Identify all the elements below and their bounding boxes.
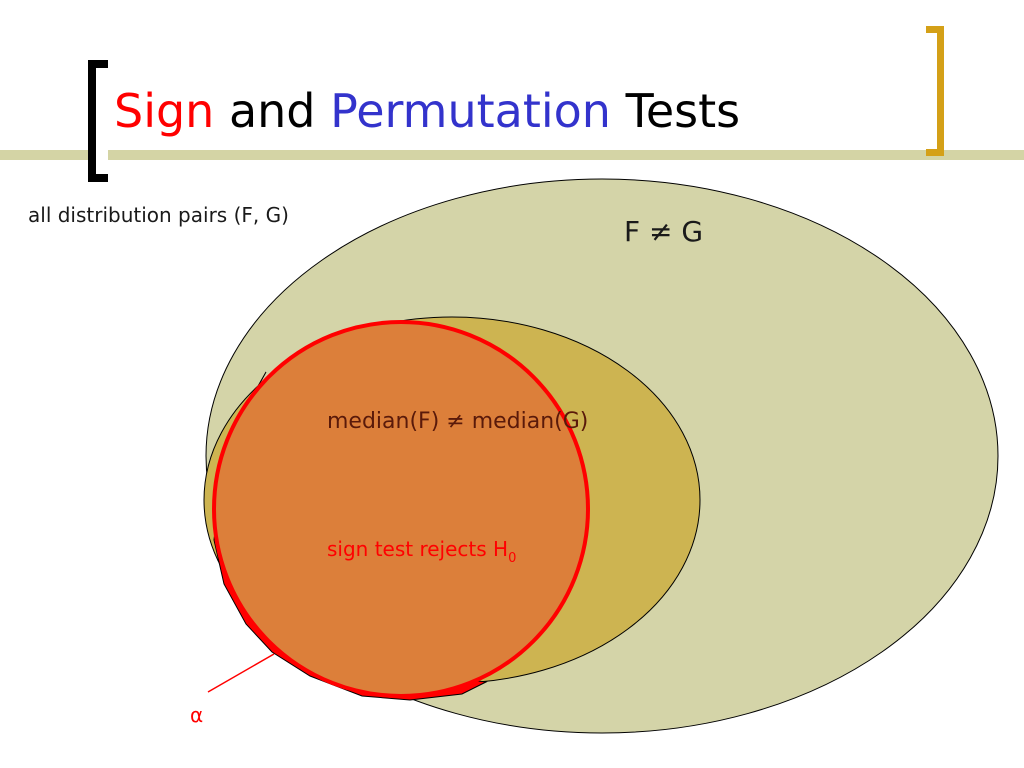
title-word-sign: Sign	[114, 84, 215, 138]
title-accent-bar	[0, 150, 1024, 160]
alpha-pointer-line	[207, 653, 275, 693]
title-right-bracket	[926, 26, 944, 156]
title-word-permutation: Permutation	[330, 84, 611, 138]
sign-test-rejects-label: sign test rejects H0	[327, 537, 516, 566]
title-word-and: and	[228, 84, 316, 138]
sign-test-circle	[212, 320, 590, 698]
outer-set-label: all distribution pairs (F, G)	[28, 203, 289, 227]
alpha-label: α	[190, 703, 203, 727]
f-neq-g-label: F ≠ G	[624, 215, 703, 248]
slide-title: Sign and Permutation Tests	[114, 88, 747, 134]
median-differs-label: median(F) ≠ median(G)	[327, 409, 588, 434]
title-word-tests: Tests	[625, 84, 741, 138]
sign-test-label-main: sign test rejects H	[327, 537, 508, 561]
sign-test-label-subscript: 0	[508, 551, 516, 566]
title-left-bracket	[88, 60, 108, 182]
